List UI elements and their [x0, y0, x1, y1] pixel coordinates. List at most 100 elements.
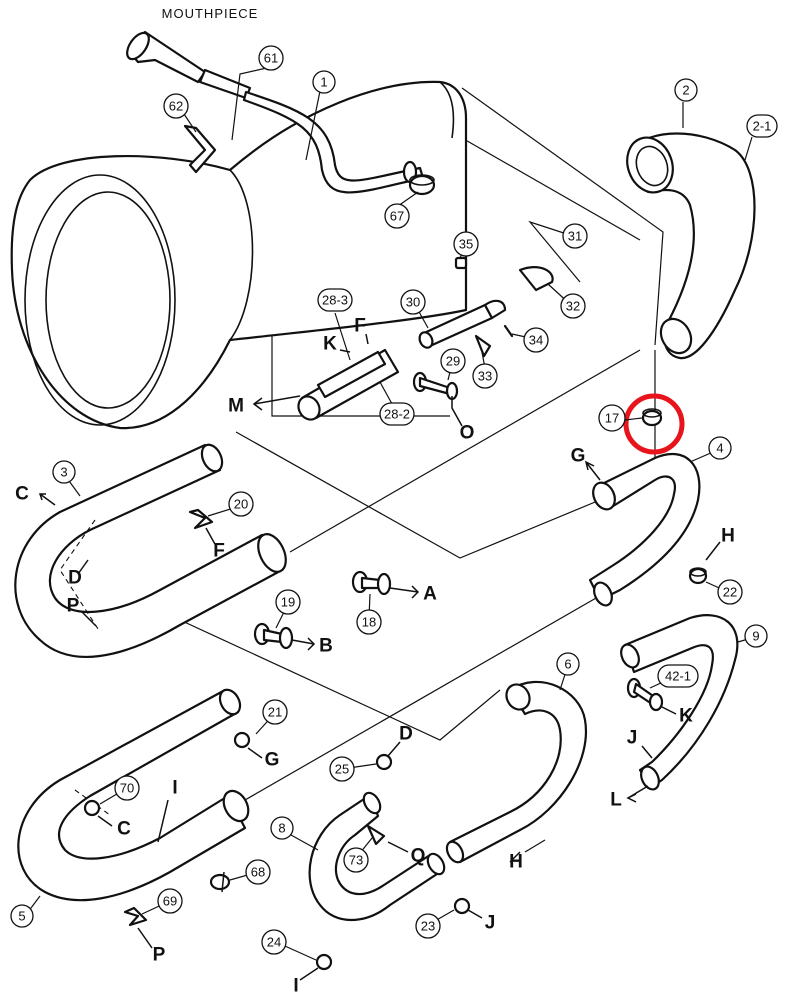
callout-shape: [746, 114, 778, 138]
callout-shape: [379, 402, 415, 426]
valve-stop-29: [412, 371, 459, 401]
mouthpiece-and-leadpipe: [126, 30, 425, 194]
callout-number: 21: [268, 705, 282, 720]
bow-part-3: [14, 443, 287, 658]
letter-j-right: J: [627, 728, 638, 749]
callout-c42-1: 42-1: [657, 664, 699, 688]
callout-number: 35: [459, 237, 473, 252]
bell-part: [10, 80, 468, 430]
bow-part-9: [620, 614, 739, 791]
callout-number: 42-1: [665, 669, 691, 684]
callout-number: 22: [723, 585, 737, 600]
callout-number: 70: [120, 781, 134, 796]
callout-number: 19: [281, 595, 295, 610]
callout-number: 6: [564, 657, 571, 672]
callout-c2: 2: [674, 78, 698, 102]
callout-shape: [415, 913, 441, 939]
callout-shape: [52, 460, 76, 484]
callout-c29: 29: [440, 348, 466, 374]
callout-c67: 67: [384, 203, 410, 229]
callout-number: 20: [234, 497, 248, 512]
callout-number: 62: [169, 99, 183, 114]
callout-c25: 25: [329, 756, 355, 782]
callout-shape: [343, 847, 369, 873]
callout-c73: 73: [343, 847, 369, 873]
letter-m: M: [228, 396, 244, 417]
callout-shape: [258, 45, 284, 71]
callout-c2-1: 2-1: [746, 114, 778, 138]
callout-c28-2: 28-2: [379, 402, 415, 426]
cap-part-18: [351, 570, 392, 596]
bow-part-4: [588, 452, 701, 607]
callout-c23: 23: [415, 913, 441, 939]
callout-c17: 17: [598, 404, 626, 432]
callout-labels: 122-134568917181920212223242528-228-3293…: [10, 45, 778, 955]
callout-number: 2-1: [753, 119, 772, 134]
callout-number: 29: [446, 354, 460, 369]
callout-shape: [329, 756, 355, 782]
lyre-clip-part: [183, 124, 217, 174]
callout-number: 1: [320, 75, 327, 90]
callout-number: 31: [568, 229, 582, 244]
callout-number: 68: [251, 865, 265, 880]
letter-c-left: C: [15, 484, 29, 505]
callout-shape: [228, 491, 254, 517]
letter-arrows: [38, 333, 721, 981]
callout-c3: 3: [52, 460, 76, 484]
callout-number: 8: [278, 821, 285, 836]
assembly-guide-lines: [179, 87, 664, 801]
letter-p-low: P: [153, 945, 166, 966]
callout-c4: 4: [708, 436, 732, 460]
callout-number: 5: [18, 909, 25, 924]
callout-c30: 30: [400, 289, 426, 315]
callout-c70: 70: [114, 775, 140, 801]
callout-c19: 19: [275, 589, 301, 615]
callout-shape: [717, 579, 743, 605]
callout-number: 61: [264, 51, 278, 66]
letter-i-low: I: [293, 976, 298, 997]
clip-part-20: [188, 508, 214, 530]
callout-number: 25: [335, 762, 349, 777]
callout-number: 34: [529, 333, 543, 348]
valve-assembly: [297, 256, 554, 421]
callout-shape: [472, 363, 498, 389]
letter-k-low: K: [679, 706, 693, 727]
callout-c62: 62: [163, 93, 189, 119]
letter-g-top: G: [571, 446, 586, 467]
callout-shape: [275, 589, 301, 615]
callout-shape: [556, 652, 580, 676]
letter-h-right: H: [721, 526, 735, 547]
letter-h-low: H: [509, 852, 523, 873]
callout-number: 32: [566, 299, 580, 314]
bow-part-8: [308, 791, 446, 922]
callout-c24: 24: [261, 929, 287, 955]
letter-k-top: K: [323, 334, 337, 355]
callout-shape: [562, 223, 588, 249]
letter-d-low: D: [399, 724, 413, 745]
cap-part-19: [253, 622, 294, 650]
callout-number: 3: [60, 465, 67, 480]
callout-shape: [523, 327, 549, 353]
small-parts-8-group: [315, 753, 471, 971]
callout-c69: 69: [157, 888, 183, 914]
callout-shape: [674, 78, 698, 102]
callout-shape: [744, 624, 768, 648]
callout-number: 23: [421, 919, 435, 934]
callout-shape: [560, 293, 586, 319]
callout-c9: 9: [744, 624, 768, 648]
bumper-cap-part: [408, 174, 436, 196]
callout-shape: [245, 859, 271, 885]
callout-shape: [440, 348, 466, 374]
letter-g-low: G: [265, 750, 280, 771]
callout-shape: [453, 231, 479, 257]
callout-shape: [270, 816, 294, 840]
callout-shape: [400, 289, 426, 315]
callout-number: 24: [267, 935, 281, 950]
callout-c33: 33: [472, 363, 498, 389]
callout-c1: 1: [312, 70, 336, 94]
callout-number: 2: [682, 83, 689, 98]
letter-o: O: [460, 423, 475, 444]
callout-number: 28-2: [384, 407, 410, 422]
callout-c5: 5: [10, 904, 34, 928]
callout-c18: 18: [356, 609, 382, 635]
